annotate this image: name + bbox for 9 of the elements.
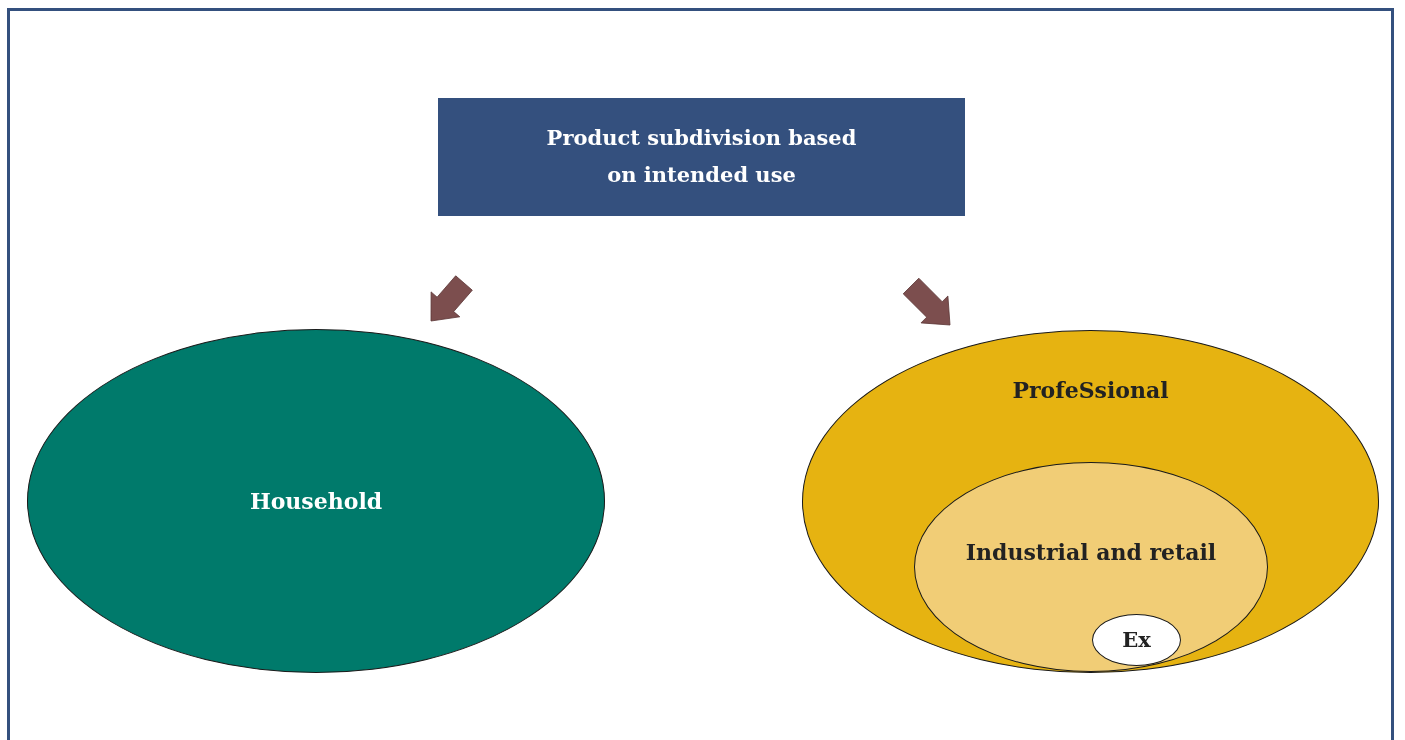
title-box [438, 98, 965, 216]
node-label: Product subdivision based on intended use [545, 124, 858, 189]
subcategory-ellipse [1092, 614, 1181, 666]
block-arrow [902, 277, 951, 326]
node-label: ProfeSsional [1012, 376, 1169, 405]
block-arrow [430, 275, 473, 322]
node-label: Ex [1122, 625, 1151, 654]
node-label: Industrial and retail [965, 538, 1217, 567]
node-label: Household [249, 486, 383, 516]
